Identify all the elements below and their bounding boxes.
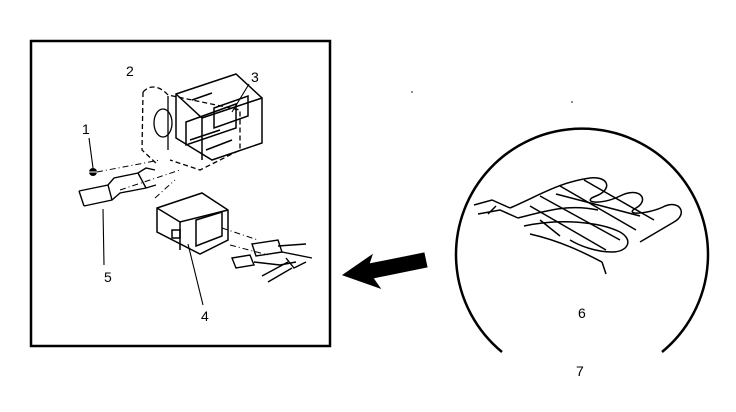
heating-element-circle <box>454 127 710 353</box>
terminal-block-holder <box>175 73 263 161</box>
clip <box>78 167 157 207</box>
scan-speck <box>411 91 413 93</box>
direction-arrow <box>341 252 428 289</box>
label-part-1: 1 <box>82 121 90 137</box>
terminal-block <box>156 192 229 255</box>
label-part-7: 7 <box>576 363 584 379</box>
wire-terminals <box>231 239 313 283</box>
screw <box>89 168 97 176</box>
detail-box <box>29 39 332 348</box>
label-part-2: 2 <box>126 63 134 79</box>
scan-speck <box>571 101 573 103</box>
label-part-5: 5 <box>104 269 112 285</box>
alignment-lines <box>96 159 269 256</box>
label-part-3: 3 <box>251 69 259 85</box>
mounting-bracket <box>141 86 241 171</box>
label-part-4: 4 <box>201 308 209 324</box>
heating-element <box>473 177 682 275</box>
callout-leaders <box>88 83 250 306</box>
label-part-6: 6 <box>578 305 586 321</box>
